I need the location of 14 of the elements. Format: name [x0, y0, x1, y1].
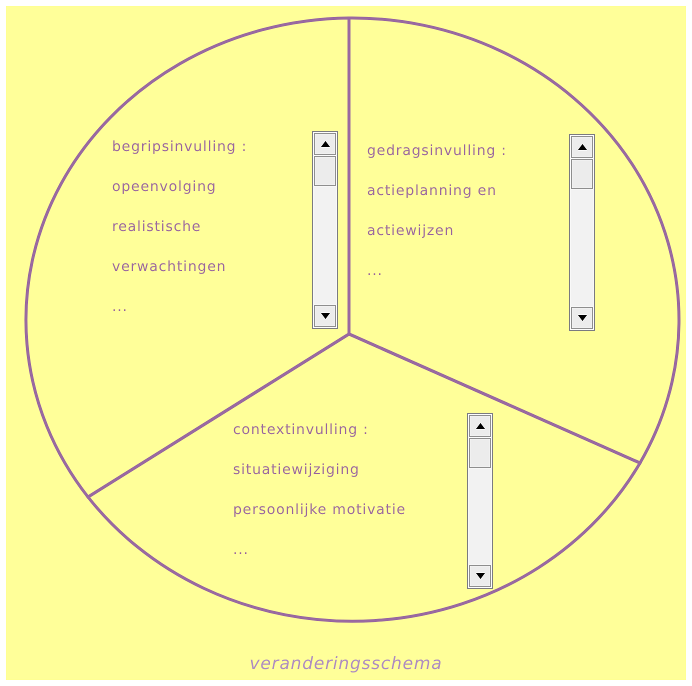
list-item: ... [112, 298, 128, 316]
list-item: verwachtingen [112, 258, 226, 276]
list-item: actiewijzen [367, 222, 454, 240]
list-item: realistische [112, 218, 202, 236]
sector-heading: gedragsinvulling : [367, 142, 507, 160]
sector-heading: contextinvulling : [233, 421, 369, 439]
list-item: opeenvolging [112, 178, 216, 196]
sector-heading: begripsinvulling : [112, 138, 248, 156]
list-item: actieplanning en [367, 182, 497, 200]
caption: veranderingsschema [250, 654, 442, 674]
list-item: ... [367, 262, 383, 280]
list-item: ... [233, 541, 249, 559]
list-item: situatiewijziging [233, 461, 360, 479]
list-item: persoonlijke motivatie [233, 501, 406, 519]
